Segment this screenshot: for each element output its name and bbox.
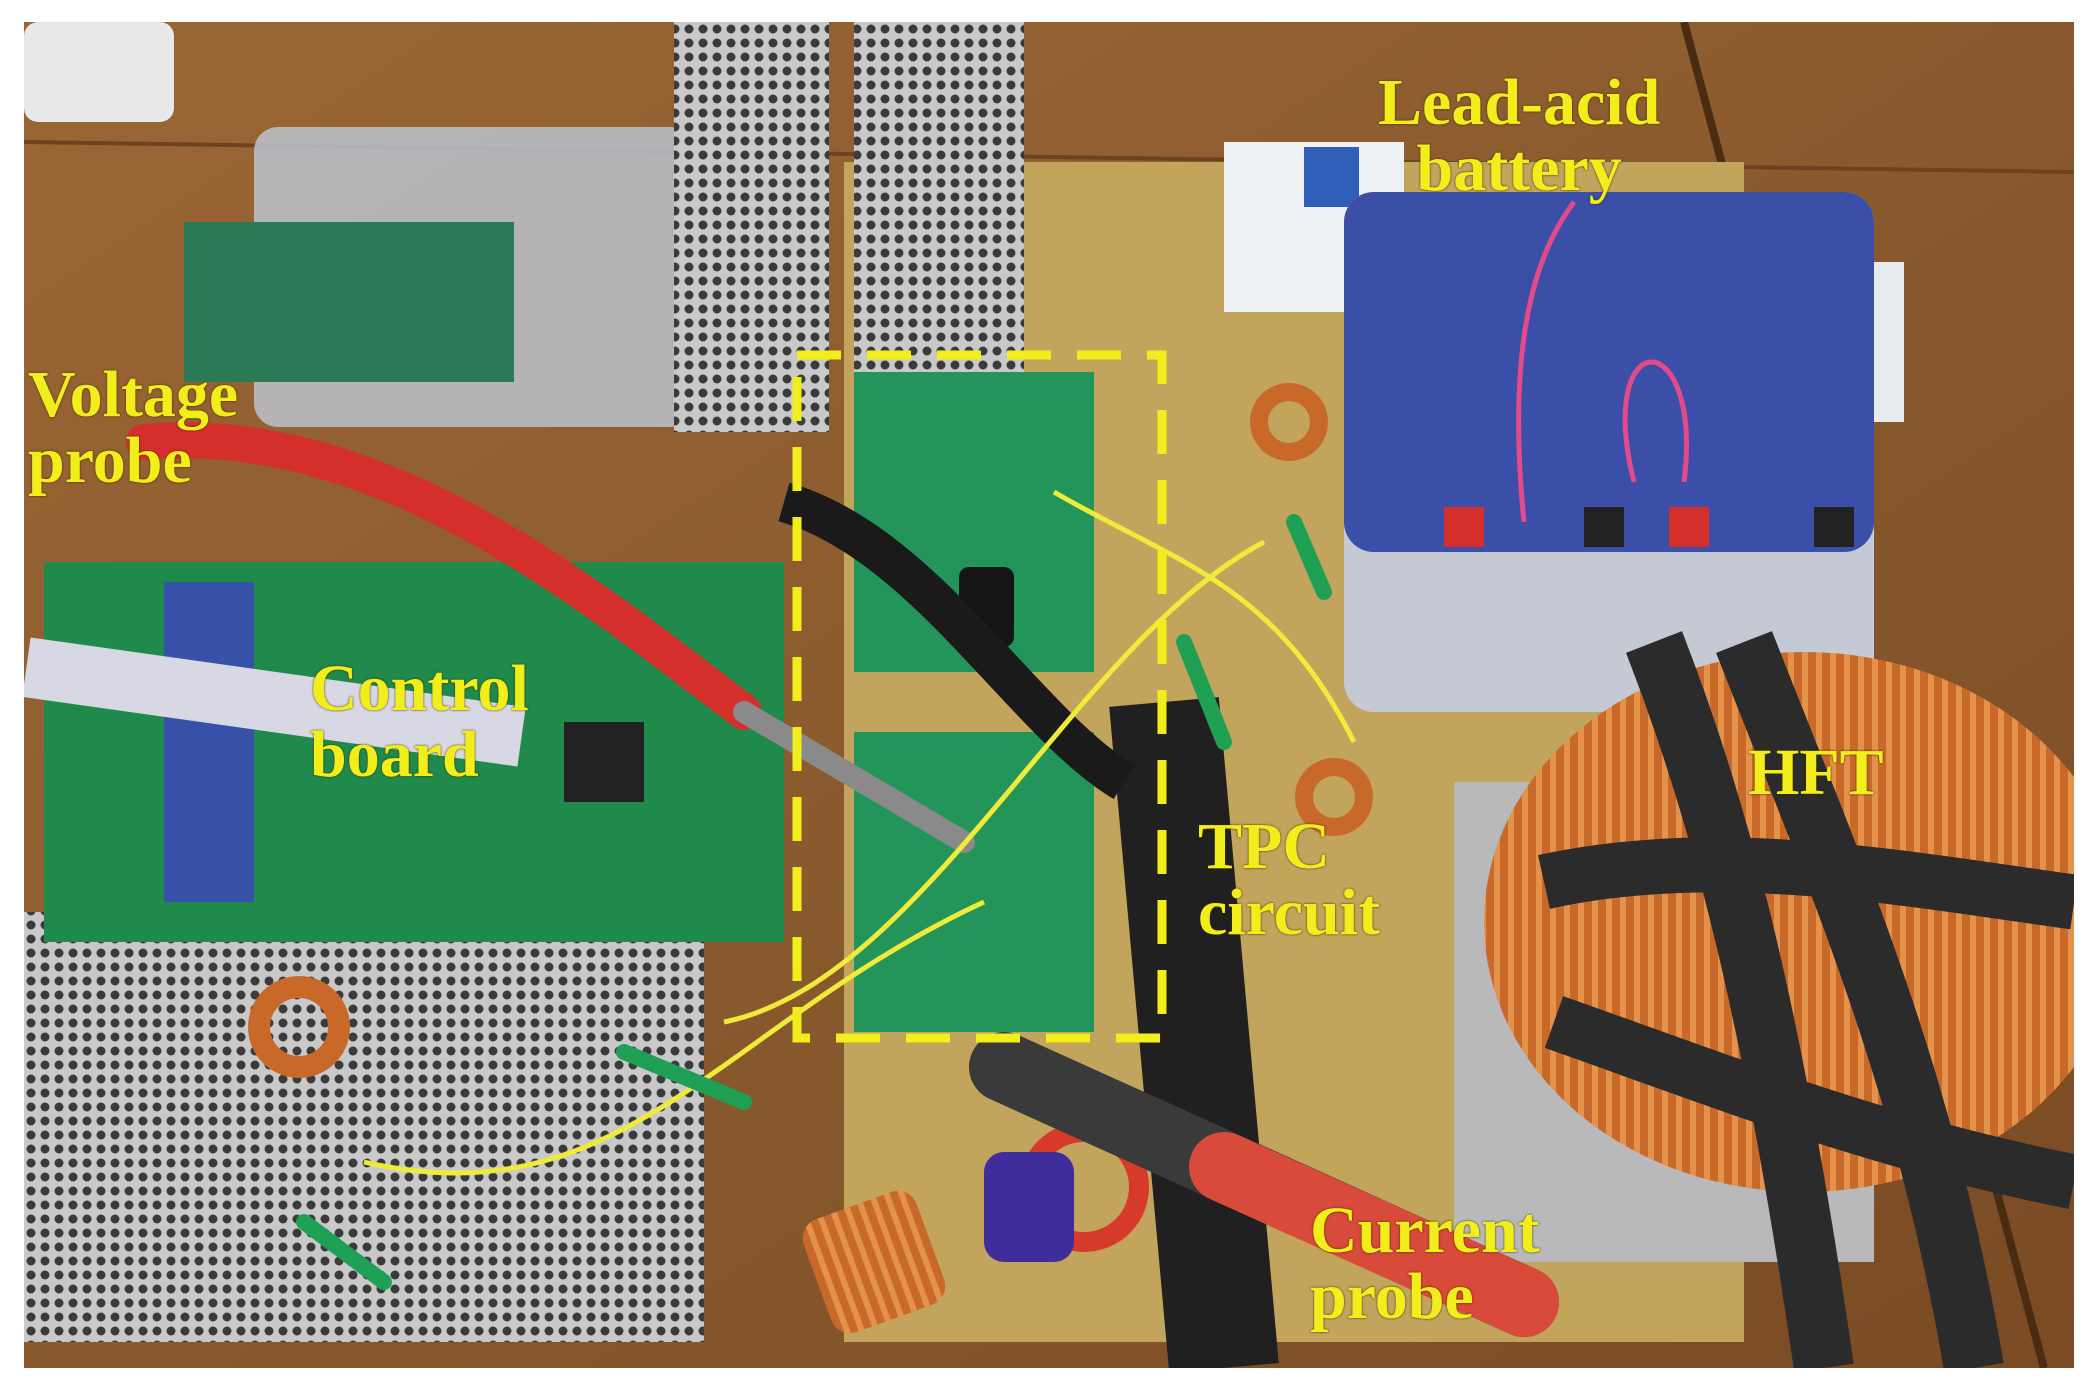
test-bench-illustration: [24, 22, 2074, 1368]
tpc-highlight-box: [792, 350, 1167, 1043]
label-hft: HFT: [1748, 736, 1884, 809]
tpc-board-lower: [854, 732, 1094, 1032]
label-lead-acid-battery: Lead-acid battery: [1378, 66, 1661, 205]
test-bench-photo: [24, 22, 2074, 1368]
voltage-probe-body: [126, 422, 762, 730]
toroid-inductor-2: [1295, 758, 1373, 836]
toroid-inductor-1: [1250, 383, 1328, 461]
label-voltage-probe: Voltage probe: [28, 358, 239, 497]
label-tpc-circuit: TPC circuit: [1198, 810, 1381, 949]
toroid-inductor-3: [248, 976, 350, 1078]
dc-power-supply-3: [24, 912, 704, 1342]
power-socket: [24, 22, 174, 122]
label-control-board: Control board: [310, 652, 529, 791]
filter-inductor: [802, 1190, 946, 1334]
label-current-probe: Current probe: [1310, 1194, 1540, 1333]
dc-power-supply-2: [854, 22, 1024, 412]
dc-power-supply-1: [674, 22, 829, 432]
